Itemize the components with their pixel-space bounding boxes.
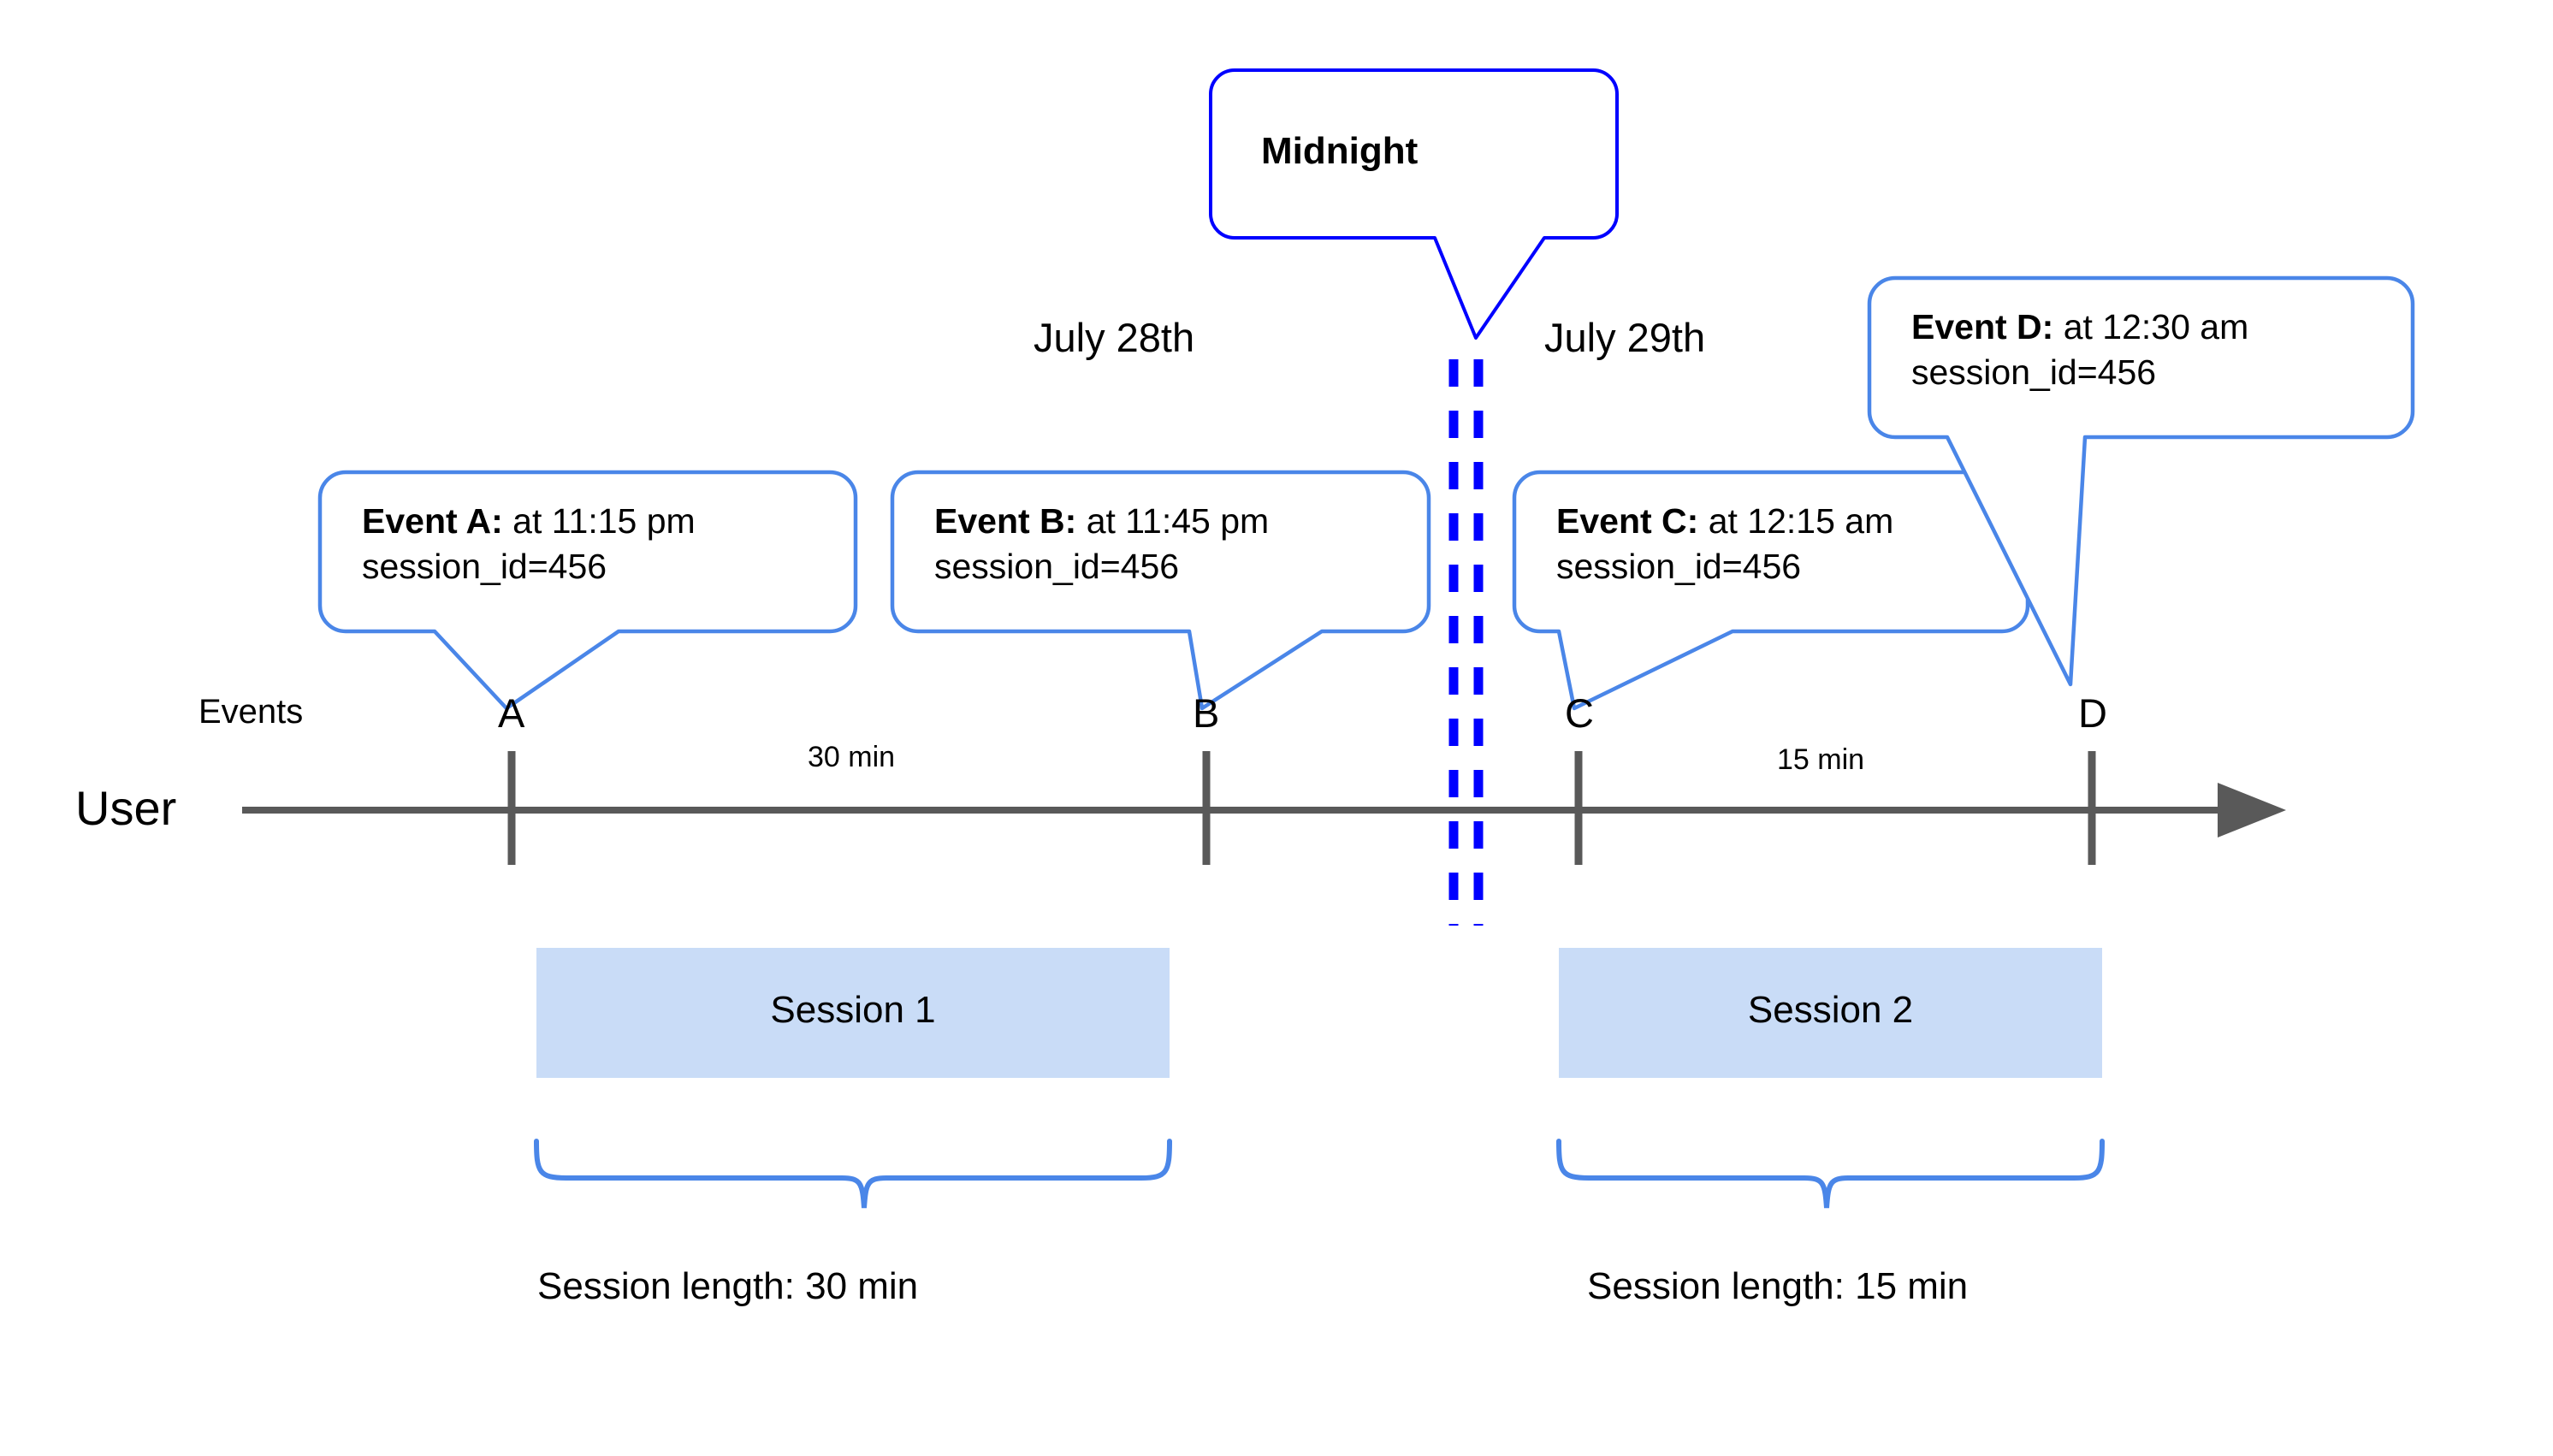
event-b-session-id: session_id=456 [934, 547, 1180, 587]
date-july-28-label: July 28th [1034, 315, 1195, 360]
event-a-line-1: Event A: at 11:15 pm [362, 499, 696, 544]
event-d-lead: Event D: [1911, 307, 2054, 346]
event-c-callout-text: Event C: at 12:15 am session_id=456 [1556, 499, 1893, 590]
session-1-bar: Session 1 [536, 948, 1170, 1078]
event-d-callout-text: Event D: at 12:30 am session_id=456 [1911, 305, 2248, 396]
marker-label-b: B [1193, 690, 1220, 736]
event-c-lead: Event C: [1556, 501, 1699, 541]
event-a-session-id: session_id=456 [362, 547, 607, 587]
row-label-events: Events [198, 693, 304, 731]
event-b-lead: Event B: [934, 501, 1077, 541]
marker-label-d: D [2078, 690, 2107, 736]
event-a-callout-text: Event A: at 11:15 pm session_id=456 [362, 499, 696, 590]
midnight-dashed-lines [1448, 359, 1484, 926]
event-b-callout-shape [890, 470, 1431, 711]
date-july-29-label: July 29th [1544, 315, 1706, 360]
session-2-label: Session 2 [1747, 989, 1914, 1031]
event-c-time: at 12:15 am [1698, 501, 1894, 541]
session-1-label: Session 1 [770, 989, 936, 1031]
event-d-callout-shape [1867, 275, 2415, 687]
event-d-line-1: Event D: at 12:30 am [1911, 305, 2248, 350]
session-2-brace [1556, 1139, 2105, 1209]
event-b-callout-text: Event B: at 11:45 pm session_id=456 [934, 499, 1269, 590]
event-b-line-1: Event B: at 11:45 pm [934, 499, 1269, 544]
midnight-label: Midnight [1261, 130, 1419, 172]
event-c-session-id: session_id=456 [1556, 547, 1802, 587]
event-d-time: at 12:30 am [2053, 307, 2249, 346]
event-b-time: at 11:45 pm [1076, 501, 1270, 541]
event-a-time: at 11:15 pm [502, 501, 696, 541]
marker-label-c: C [1565, 690, 1594, 736]
midnight-callout-shape [1209, 68, 1619, 340]
row-label-user: User [75, 781, 177, 835]
duration-label-a-b: 30 min [808, 741, 896, 773]
session-1-brace [534, 1139, 1172, 1209]
timeline-axis [242, 751, 2286, 865]
event-a-lead: Event A: [362, 501, 503, 541]
duration-label-c-d: 15 min [1777, 743, 1865, 776]
event-a-callout-shape [317, 470, 858, 711]
marker-label-a: A [498, 690, 525, 736]
event-c-line-1: Event C: at 12:15 am [1556, 499, 1893, 544]
session-2-length-label: Session length: 15 min [1587, 1265, 1969, 1307]
session-2-bar: Session 2 [1559, 948, 2102, 1078]
session-1-length-label: Session length: 30 min [537, 1265, 919, 1307]
event-d-session-id: session_id=456 [1911, 352, 2157, 393]
